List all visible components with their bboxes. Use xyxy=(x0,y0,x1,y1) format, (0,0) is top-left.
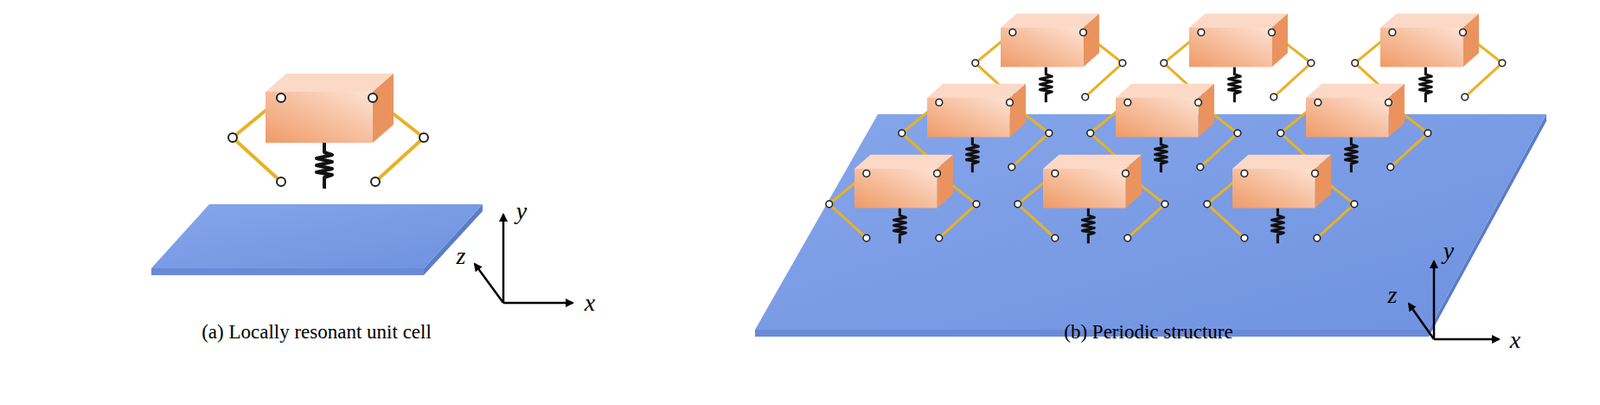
axis-label: x xyxy=(584,290,596,315)
axes-a xyxy=(474,214,573,303)
axis-label: y xyxy=(516,198,527,224)
axis-label: z xyxy=(456,243,467,269)
periodic-structure-figure xyxy=(755,13,1547,337)
axis-label: z xyxy=(1388,282,1398,308)
axis-label: x xyxy=(1510,327,1521,352)
figure-caption: (b) Periodic structure xyxy=(1063,320,1233,345)
axes-b xyxy=(1408,261,1499,340)
axis-label: y xyxy=(1443,238,1454,263)
figure-caption: (a) Locally resonant unit cell xyxy=(201,320,432,345)
unit-cell-figure xyxy=(151,73,483,276)
